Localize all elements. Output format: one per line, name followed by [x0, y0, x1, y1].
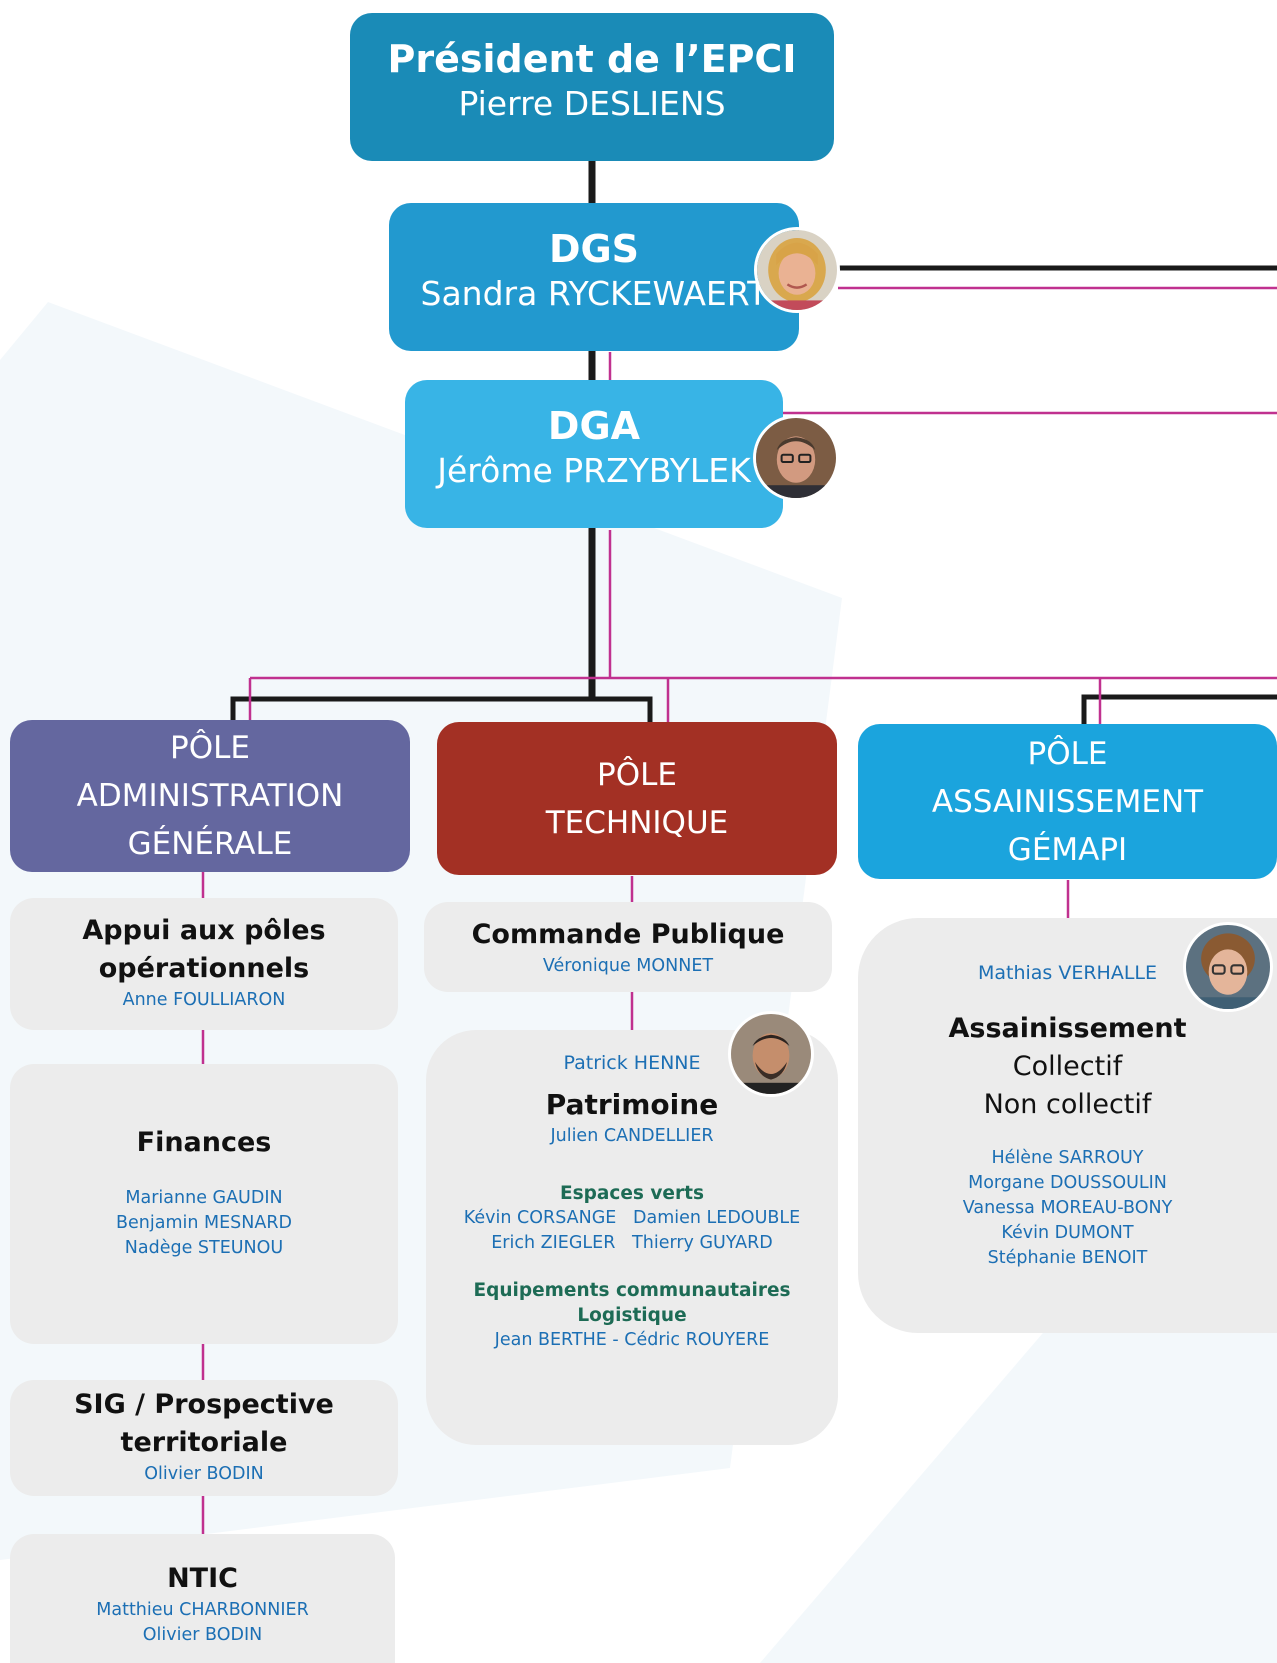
staff-name: Vanessa MOREAU-BONY [962, 1198, 1173, 1218]
group-title: Logistique [577, 1305, 687, 1326]
card-title: Patrimoine [545, 1088, 719, 1121]
pole-administration-line: PÔLE [170, 730, 250, 766]
staff-name: Marianne GAUDIN [125, 1188, 283, 1208]
staff-name: Véronique MONNET [542, 956, 714, 976]
staff-name: Kévin CORSANGE Damien LEDOUBLE [463, 1208, 801, 1228]
staff-name: Benjamin MESNARD [116, 1213, 292, 1233]
manager-name: Mathias VERHALLE [977, 962, 1158, 984]
pole-technique-line: PÔLE [597, 756, 677, 793]
staff-name: Kévin DUMONT [1001, 1223, 1134, 1243]
card-commande-publique: Commande Publique Véronique MONNET [424, 902, 832, 992]
card-title: SIG / Prospective [74, 1389, 334, 1420]
pole-technique-line: TECHNIQUE [545, 804, 729, 841]
staff-name: Nadège STEUNOU [124, 1238, 284, 1258]
card-sig: SIG / Prospective territoriale Olivier B… [10, 1380, 398, 1496]
card-ntic: NTIC Matthieu CHARBONNIER Olivier BODIN [10, 1534, 395, 1663]
manager-name: Patrick HENNE [563, 1052, 701, 1074]
avatar-jerome-przybylek [753, 415, 839, 501]
group-title: Espaces verts [560, 1183, 704, 1204]
president-name: Pierre DESLIENS [458, 84, 726, 123]
branch-assainissement [1081, 694, 1277, 726]
dga-name: Jérôme PRZYBYLEK [437, 451, 751, 490]
card-title: Finances [136, 1127, 272, 1158]
card-title: Appui aux pôles [82, 915, 326, 946]
dga-box: DGA Jérôme PRZYBYLEK [405, 380, 783, 528]
staff-name: Anne FOULLIARON [122, 990, 286, 1010]
pole-assainissement-line: GÉMAPI [1007, 831, 1128, 868]
card-patrimoine: Patrick HENNE Patrimoine Julien CANDELLI… [426, 1030, 838, 1445]
card-title: NTIC [167, 1563, 238, 1594]
avatar-patrick-henne [728, 1011, 814, 1097]
staff-name: Morgane DOUSSOULIN [968, 1173, 1167, 1193]
pole-assainissement-line: PÔLE [1027, 735, 1108, 772]
branch-admin-tech [230, 696, 653, 722]
avatar-mathias-verhalle [1183, 922, 1273, 1012]
dgs-title: DGS [548, 227, 640, 271]
pole-technique: PÔLE TECHNIQUE [437, 722, 837, 875]
group-title: Equipements communautaires [473, 1280, 791, 1301]
card-title: Assainissement [948, 1013, 1187, 1044]
pole-administration-line: ADMINISTRATION [76, 778, 344, 814]
card-title: opérationnels [98, 953, 310, 984]
card-appui: Appui aux pôles opérationnels Anne FOULL… [10, 898, 398, 1030]
pole-assainissement: PÔLE ASSAINISSEMENT GÉMAPI [858, 724, 1277, 879]
president-box: Président de l’EPCI Pierre DESLIENS [350, 13, 834, 161]
pole-administration-line: GÉNÉRALE [127, 826, 293, 862]
staff-name: Matthieu CHARBONNIER [96, 1600, 309, 1620]
dga-title: DGA [547, 404, 641, 448]
staff-name: Jean BERTHE - Cédric ROUYERE [494, 1330, 770, 1350]
card-subtitle: Collectif [1012, 1051, 1123, 1082]
card-title: territoriale [120, 1427, 288, 1458]
staff-name: Olivier BODIN [142, 1625, 263, 1645]
dgs-name: Sandra RYCKEWAERT [420, 274, 768, 313]
dgs-box: DGS Sandra RYCKEWAERT [389, 203, 799, 351]
card-title: Commande Publique [471, 919, 785, 950]
staff-name: Erich ZIEGLER Thierry GUYARD [491, 1233, 773, 1253]
staff-name: Olivier BODIN [144, 1464, 264, 1484]
staff-name: Julien CANDELLIER [550, 1126, 714, 1146]
president-title: Président de l’EPCI [387, 37, 797, 81]
pole-administration: PÔLE ADMINISTRATION GÉNÉRALE [10, 720, 410, 872]
avatar-sandra-ryckewaert [754, 227, 840, 313]
card-subtitle: Non collectif [983, 1089, 1152, 1120]
staff-name: Hélène SARROUY [991, 1148, 1144, 1168]
staff-name: Stéphanie BENOIT [987, 1248, 1148, 1268]
card-finances: Finances Marianne GAUDIN Benjamin MESNAR… [10, 1064, 398, 1344]
pole-assainissement-line: ASSAINISSEMENT [931, 783, 1204, 820]
